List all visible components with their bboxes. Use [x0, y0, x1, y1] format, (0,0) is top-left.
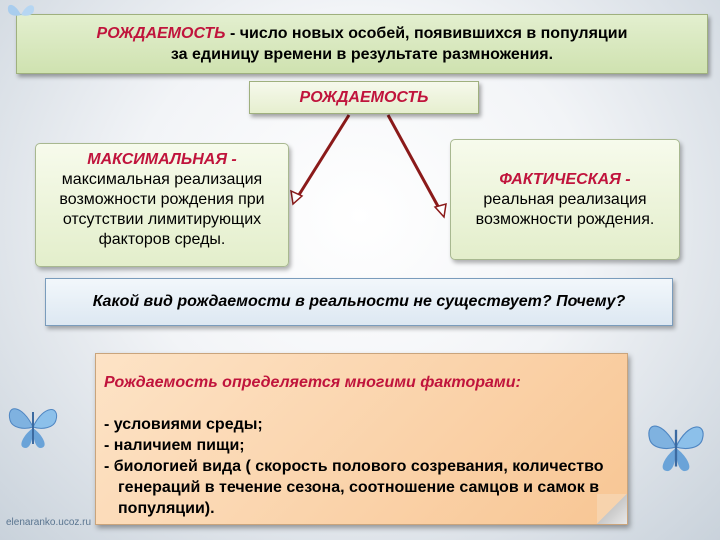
arrow-to-maximal	[295, 114, 351, 199]
actual-heading: ФАКТИЧЕСКАЯ -	[499, 171, 631, 188]
site-watermark: elenaranko.ucoz.ru	[6, 517, 92, 528]
factors-box: Рождаемость определяется многими фактора…	[95, 353, 628, 525]
butterfly-icon	[7, 4, 35, 16]
butterfly-icon	[648, 425, 704, 472]
maximal-text: максимальная реализация возможности рожд…	[59, 171, 265, 248]
butterfly-icon	[8, 408, 58, 448]
definition-text-line1: - число новых особей, появившихся в попу…	[225, 25, 628, 42]
arrowhead-actual	[433, 202, 447, 219]
factor-item: биологией вида ( скорость полового созре…	[104, 456, 619, 519]
factor-item: условиями среды;	[104, 414, 619, 435]
definition-term: РОЖДАЕМОСТЬ	[96, 25, 226, 42]
page-curl	[597, 494, 627, 524]
definition-box: РОЖДАЕМОСТЬ - число новых особей, появив…	[16, 14, 708, 74]
maximal-heading: МАКСИМАЛЬНАЯ -	[87, 151, 237, 168]
arrowhead-maximal	[290, 189, 304, 206]
factors-lead: Рождаемость определяется многими фактора…	[104, 374, 521, 391]
factor-item: наличием пищи;	[104, 435, 619, 456]
factors-list: условиями среды; наличием пищи; биологие…	[104, 414, 619, 519]
definition-text-line2: за единицу времени в результате размноже…	[170, 46, 554, 63]
question-box: Какой вид рождаемости в реальности не су…	[45, 278, 673, 326]
arrow-to-actual	[386, 114, 442, 211]
actual-birth-rate-box: ФАКТИЧЕСКАЯ - реальная реализация возмож…	[450, 139, 680, 260]
birth-rate-title: РОЖДАЕМОСТЬ	[249, 81, 479, 114]
actual-text: реальная реализация возможности рождения…	[475, 191, 655, 228]
maximal-birth-rate-box: МАКСИМАЛЬНАЯ - максимальная реализация в…	[35, 143, 289, 267]
